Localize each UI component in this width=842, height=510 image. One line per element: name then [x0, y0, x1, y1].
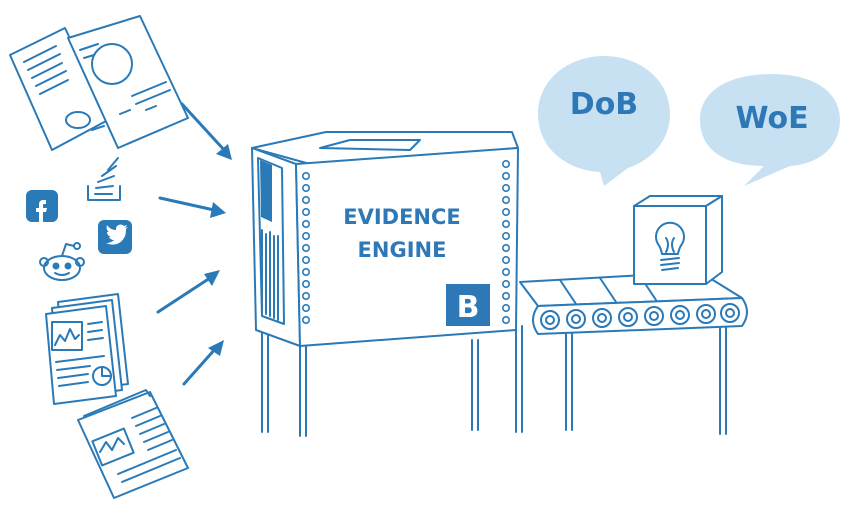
lightbulb-icon [655, 221, 685, 271]
conveyor-rollers [540, 303, 740, 330]
newspaper-icon [77, 389, 189, 499]
arrow-icon [156, 270, 220, 314]
twitter-icon [98, 220, 132, 254]
speech-bubble-woe: WoE [700, 74, 840, 186]
reddit-icon [39, 242, 85, 281]
speech-bubble-dob: DoB [538, 56, 670, 186]
arrow-icon [182, 340, 224, 386]
input-arrows [156, 102, 232, 386]
machine-label-line2: ENGINE [358, 238, 447, 262]
conveyor-belt [519, 271, 748, 435]
facebook-icon [26, 190, 58, 222]
arrow-icon [158, 196, 226, 218]
output-box [633, 195, 723, 285]
bubble-text-woe: WoE [735, 101, 808, 136]
documents-icon [9, 15, 189, 151]
brand-logo-letter: B [457, 290, 480, 325]
arrow-icon [180, 102, 232, 160]
reports-icon [45, 293, 129, 405]
bubble-text-dob: DoB [570, 87, 638, 122]
evidence-engine-machine: EVIDENCE ENGINE B [251, 131, 523, 437]
stackoverflow-icon [87, 157, 121, 201]
social-media-icon [26, 157, 132, 281]
machine-label-line1: EVIDENCE [343, 205, 461, 229]
brand-logo-icon: B [446, 284, 490, 326]
